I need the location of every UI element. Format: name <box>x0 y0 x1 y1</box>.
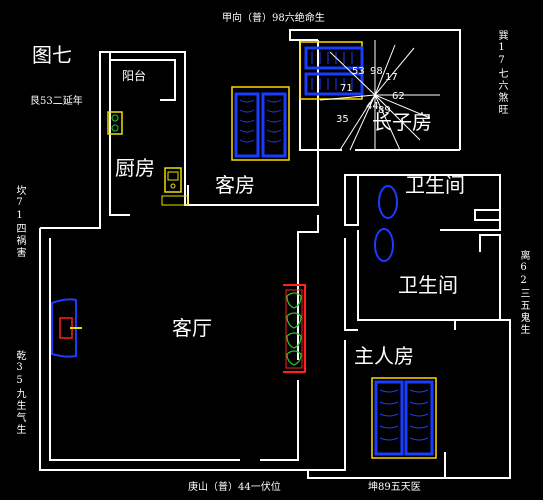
room-label-master-room: 主人房 <box>354 344 414 368</box>
room-label-kitchen: 厨房 <box>115 156 155 180</box>
left-upper-direction-label: 坎71四祸害 <box>14 185 25 259</box>
compass-number: 62 <box>392 91 405 102</box>
room-label-living-room: 客厅 <box>172 316 212 340</box>
tv-unit <box>51 298 82 358</box>
bath-fixtures <box>374 185 398 262</box>
living-sofa <box>283 284 306 373</box>
walls <box>39 29 511 479</box>
bottom-right-direction-label: 坤89五天医 <box>368 482 421 493</box>
compass-number: 53 <box>352 66 365 77</box>
compass-number: 44 <box>366 101 379 112</box>
figure-title: 图七 <box>32 43 72 67</box>
master-bed <box>371 377 437 459</box>
compass-rays <box>319 40 440 151</box>
room-label-balcony: 阳台 <box>122 69 147 83</box>
room-label-bathroom-2: 卫生间 <box>398 273 458 297</box>
right-upper-direction-label: 巽17七六煞旺 <box>496 30 507 116</box>
compass-number: 98 <box>370 66 383 77</box>
compass-number: 35 <box>336 114 349 125</box>
left-top-direction-label: 艮53二延年 <box>30 96 83 107</box>
room-label-guest-room: 客房 <box>215 173 255 197</box>
right-lower-direction-label: 离62三五鬼生 <box>518 250 529 336</box>
compass-number: 71 <box>340 83 353 94</box>
top-direction-label: 甲向（普）98六绝命生 <box>222 13 325 24</box>
left-lower-direction-label: 乾35九生气生 <box>14 350 25 436</box>
compass-number: 89 <box>378 105 391 116</box>
kitchen-fixtures <box>107 111 189 206</box>
room-label-bathroom-1: 卫生间 <box>405 173 465 197</box>
room-label-child-room: 长子房 <box>372 110 432 134</box>
guest-bed <box>231 86 290 161</box>
bottom-direction-label: 庚山（普）44一伏位 <box>188 482 281 493</box>
compass-number: 17 <box>385 72 398 83</box>
